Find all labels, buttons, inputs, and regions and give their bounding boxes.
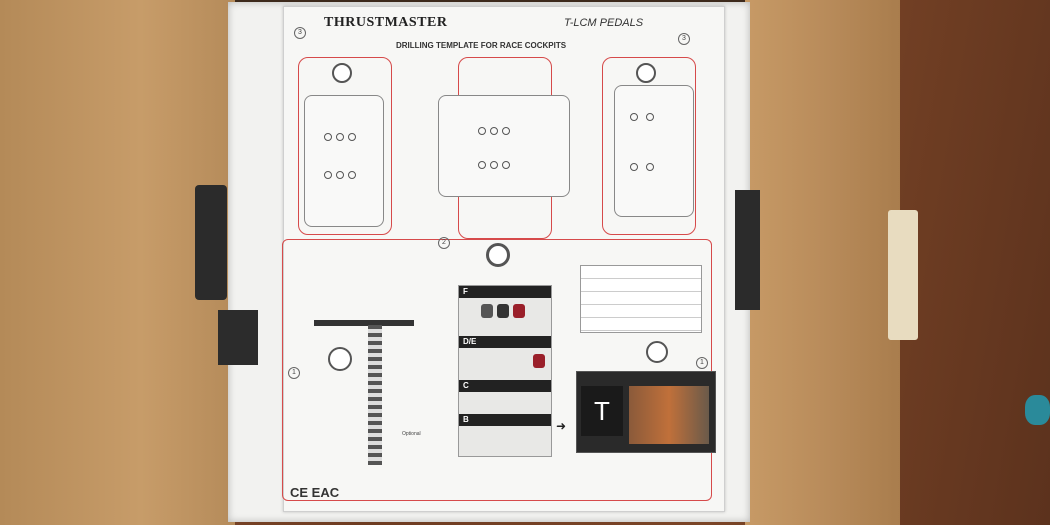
outline-left-pedal <box>298 57 392 235</box>
marker-3-left: 3 <box>294 27 306 39</box>
spring-instruction-panel: F D/E C B <box>458 285 552 457</box>
marker-2: 2 <box>438 237 450 249</box>
bolt-dot <box>630 113 638 121</box>
box-label-tag <box>888 210 918 340</box>
bolt-dot <box>348 133 356 141</box>
pedal-footprint-right <box>614 85 694 217</box>
spring-stack-illustration <box>368 325 382 465</box>
marker-3-right: 3 <box>678 33 690 45</box>
brand-logo: THRUSTMASTER <box>324 15 448 30</box>
panel-label-c: C <box>463 381 469 390</box>
bolt-dot <box>336 133 344 141</box>
outline-lower-area <box>282 239 712 501</box>
bolt-dot <box>646 113 654 121</box>
bolt-dot <box>336 171 344 179</box>
mounting-hole-1-right <box>646 341 668 363</box>
bolt-dot <box>348 171 356 179</box>
product-logo: T-LCM PEDALS <box>564 17 644 29</box>
mounting-hole-2-center <box>486 243 510 267</box>
panel-label-de: D/E <box>463 337 477 346</box>
bolt-dot <box>490 161 498 169</box>
black-clip-left <box>195 185 227 300</box>
template-title: DRILLING TEMPLATE FOR RACE COCKPITS <box>396 41 567 50</box>
mounting-hole-1-left <box>328 347 352 371</box>
bolt-dot <box>324 171 332 179</box>
bolt-dot <box>502 127 510 135</box>
bolt-dot <box>502 161 510 169</box>
mounting-hole-3-right <box>636 63 656 83</box>
bolt-dot <box>630 163 638 171</box>
spec-table <box>580 265 702 333</box>
bolt-dot <box>324 133 332 141</box>
bolt-dot <box>490 127 498 135</box>
panel-label-f: F <box>463 287 468 296</box>
outline-right-pedal <box>602 57 696 235</box>
pedal-assembly-illustration <box>314 265 414 326</box>
mounting-hole-3-left <box>332 63 352 83</box>
panel-label-b: B <box>463 415 469 424</box>
optional-label: Optional <box>402 431 421 437</box>
bolt-dot <box>478 161 486 169</box>
software-screen-illustration: T <box>576 371 716 453</box>
drilling-template-sheet: THRUSTMASTER T-LCM PEDALS DRILLING TEMPL… <box>282 6 725 512</box>
marker-1-right: 1 <box>696 357 708 369</box>
pedal-footprint-left <box>304 95 384 227</box>
thrustmaster-t-logo: T <box>581 386 623 436</box>
pedal-footprint-center <box>438 95 570 197</box>
cardboard-box-right-flap <box>745 0 900 525</box>
black-clip-lower <box>218 310 258 365</box>
arrow-to-screen: ➜ <box>556 419 567 433</box>
certification-marks: CE EAC <box>290 485 340 500</box>
bolt-dot <box>478 127 486 135</box>
teal-object <box>1025 395 1050 425</box>
bolt-dot <box>646 163 654 171</box>
black-clip-right <box>735 190 760 310</box>
marker-1-left: 1 <box>288 367 300 379</box>
